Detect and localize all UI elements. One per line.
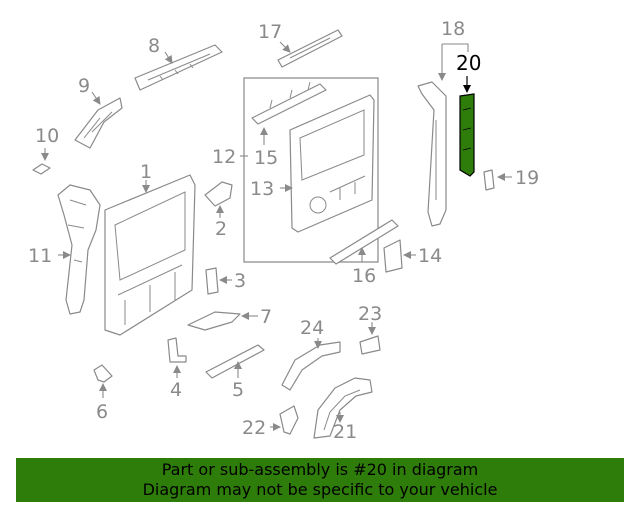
label-4: 4 [170,379,182,401]
part-19-clip[interactable] [483,169,495,191]
part-18-pillar[interactable] [417,81,447,227]
part-23-bracket[interactable] [359,335,381,355]
label-3: 3 [234,270,246,292]
part-24-arch[interactable] [281,341,341,391]
part-15-header[interactable] [251,81,327,125]
group-12-box [243,77,379,263]
part-21-wheelhouse[interactable] [313,377,373,439]
label-16: 16 [352,265,376,287]
part-13-inner-panel[interactable] [289,94,375,233]
part-20-reinforcement[interactable] [459,93,475,177]
part-1-side-panel[interactable] [104,174,196,336]
label-22: 22 [242,417,266,439]
part-3-bracket[interactable] [205,267,219,295]
part-4-bracket[interactable] [167,337,187,363]
part-14-bracket[interactable] [383,239,403,273]
part-17-bow[interactable] [277,29,343,68]
part-22-bracket[interactable] [279,405,299,435]
label-1: 1 [140,161,152,183]
label-14: 14 [418,245,442,267]
label-10: 10 [35,125,59,147]
label-17: 17 [258,21,282,43]
label-2: 2 [215,218,227,240]
part-9-bracket[interactable] [74,97,123,149]
label-23: 23 [358,303,382,325]
label-20: 20 [456,51,481,75]
part-7-bracket[interactable] [187,311,241,331]
label-6: 6 [96,401,108,423]
banner-line-2: Diagram may not be specific to your vehi… [142,480,498,499]
label-18: 18 [441,18,465,40]
label-19: 19 [515,167,539,189]
label-24: 24 [300,317,324,339]
label-21: 21 [333,421,357,443]
label-12: 12 [212,146,236,168]
info-banner: Part or sub-assembly is #20 in diagram D… [16,458,624,502]
label-15: 15 [254,147,278,169]
part-16-rail[interactable] [329,219,399,265]
part-5-rail[interactable] [205,344,265,379]
part-11-pillar[interactable] [57,184,101,315]
label-5: 5 [232,379,244,401]
part-10-clip[interactable] [32,163,51,175]
label-9: 9 [78,75,90,97]
label-11: 11 [28,245,52,267]
part-6-clip[interactable] [93,364,113,383]
part-2-bracket[interactable] [204,181,233,207]
banner-line-1: Part or sub-assembly is #20 in diagram [161,460,479,479]
label-8: 8 [148,35,160,57]
label-13: 13 [250,178,274,200]
label-7: 7 [260,306,272,328]
part-8-rail[interactable] [134,44,223,91]
